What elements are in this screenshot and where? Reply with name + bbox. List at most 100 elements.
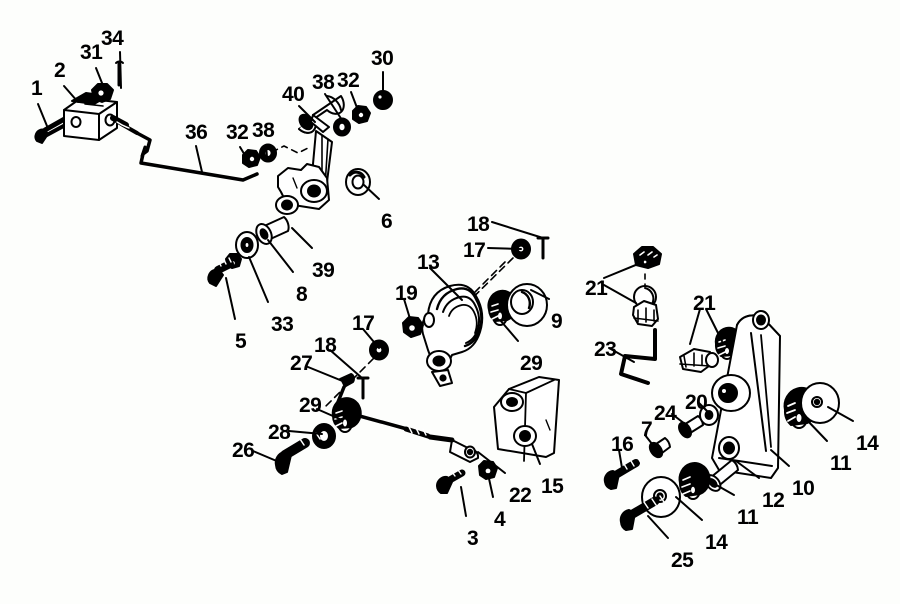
callout-number-7: 7 [641, 418, 653, 441]
leader-line-40 [298, 105, 316, 123]
leader-line-7 [644, 434, 657, 450]
callout-number-15: 15 [541, 475, 564, 498]
leader-line-32 [350, 91, 360, 114]
callout-number-3: 3 [467, 527, 479, 550]
part-30-ball-stud [373, 90, 393, 110]
callout-number-17: 17 [352, 312, 375, 335]
callout-number-5: 5 [235, 330, 247, 353]
callout-number-11: 11 [830, 452, 852, 475]
part-6-bushing [345, 168, 371, 196]
callout-number-20: 20 [685, 391, 708, 414]
leader-line-14 [827, 406, 854, 422]
callout-number-38: 38 [312, 71, 335, 94]
callout-number-16: 16 [611, 433, 634, 456]
leader-line-18 [329, 349, 363, 379]
leader-line-26 [252, 450, 280, 463]
callout-number-22: 22 [509, 484, 532, 507]
callout-number-32: 32 [226, 121, 249, 144]
callout-leader-lines [37, 51, 854, 539]
leader-line-15 [531, 443, 541, 465]
callout-number-4: 4 [494, 508, 506, 531]
callout-number-13: 13 [417, 251, 440, 274]
part-28-washer [312, 423, 336, 449]
part-17b-lock-nut [369, 339, 389, 361]
leader-line-21 [689, 308, 701, 345]
leader-line-21 [603, 284, 637, 304]
leader-line-24 [671, 413, 686, 425]
callout-number-10: 10 [792, 477, 815, 500]
leader-line-8 [267, 239, 294, 273]
callout-number-31: 31 [80, 41, 103, 64]
leader-line-36 [195, 145, 203, 173]
callout-number-18: 18 [467, 213, 490, 236]
callout-number-28: 28 [268, 421, 291, 444]
part-16-screw [603, 457, 642, 490]
callout-number-30: 30 [371, 47, 394, 70]
part-4-lock-nut [478, 460, 498, 480]
leader-line-33 [248, 256, 269, 303]
part-18b-pin [356, 376, 370, 400]
leader-line-39 [291, 227, 313, 249]
callout-number-9: 9 [551, 310, 563, 333]
leader-line-27 [307, 366, 346, 383]
part-18a-pin [536, 236, 550, 260]
part-39-bushing [255, 216, 290, 245]
leader-line-3 [460, 486, 467, 517]
callout-number-39: 39 [312, 259, 335, 282]
leader-line-16 [618, 449, 623, 469]
part-5-screw [207, 257, 234, 287]
callout-number-32: 32 [337, 69, 360, 92]
callout-number-14: 14 [856, 432, 879, 455]
callout-number-17: 17 [463, 239, 486, 262]
part-11b-lock-nut [678, 462, 711, 500]
part-38b-washer [333, 117, 351, 137]
leader-line-11 [703, 477, 735, 496]
part-22-rod-end [427, 434, 480, 463]
leader-line-20 [698, 402, 710, 414]
leader-line-21 [603, 261, 644, 279]
part-8-spacer [235, 231, 259, 259]
part-21b-link-fitting-clamp [632, 285, 659, 327]
callout-number-27: 27 [290, 352, 313, 375]
leader-line-2 [63, 85, 79, 103]
part-10-pivot-boss [711, 374, 751, 412]
callout-number-14: 14 [705, 531, 728, 554]
leader-line-38 [324, 93, 343, 121]
leader-line-12 [735, 460, 760, 479]
leader-line-34 [119, 51, 122, 89]
callout-number-33: 33 [271, 313, 294, 336]
callout-number-26: 26 [232, 439, 255, 462]
callout-number-29: 29 [299, 394, 322, 417]
leader-line-11 [805, 418, 828, 442]
leader-line-29 [316, 408, 343, 421]
leader-line-23 [608, 347, 635, 363]
part-13-cam-follower-bracket [421, 283, 484, 387]
callout-number-25: 25 [671, 549, 694, 572]
centerline-shift [271, 145, 311, 154]
callout-number-34: 34 [101, 27, 124, 50]
callout-number-36: 36 [185, 121, 208, 144]
callout-number-19: 19 [395, 282, 418, 305]
leader-line-19 [403, 298, 412, 323]
callout-number-12: 12 [762, 489, 785, 512]
leader-line-32 [239, 146, 250, 163]
callout-number-21: 21 [693, 292, 716, 315]
part-32a-lock-nut [242, 149, 261, 168]
leader-line-28 [288, 430, 323, 435]
part-36-shift-rod [110, 115, 259, 182]
part-20-washer [699, 404, 719, 426]
leader-line-5 [225, 277, 236, 320]
leader-line-10 [770, 449, 790, 467]
callout-number-21: 21 [585, 277, 608, 300]
part-14a-washer [800, 382, 840, 424]
callout-number-23: 23 [594, 338, 617, 361]
callout-number-38: 38 [252, 119, 275, 142]
callout-number-24: 24 [654, 402, 677, 425]
part-38a-washer [259, 143, 277, 163]
callout-number-11: 11 [737, 506, 759, 529]
leader-line-31 [95, 67, 105, 89]
part-9-washer [506, 283, 548, 327]
callout-number-18: 18 [314, 334, 337, 357]
